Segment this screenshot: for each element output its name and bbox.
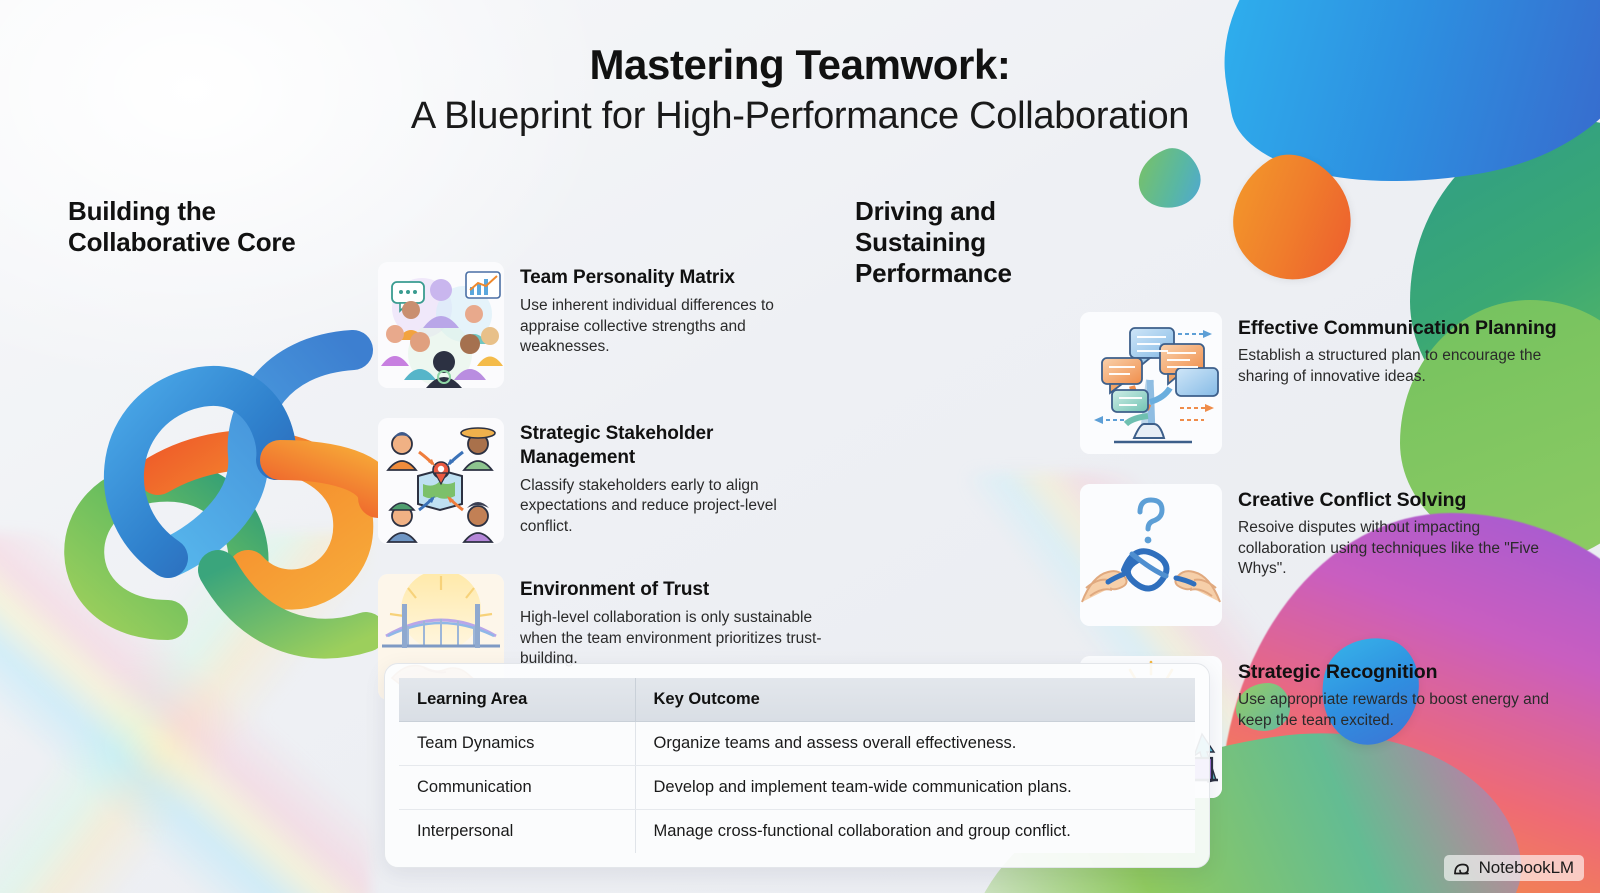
column-driving-sustaining-performance: Driving and Sustaining Performance [855,196,1557,798]
item-description: Establish a structured plan to encourage… [1238,346,1542,385]
notebooklm-watermark: NotebookLM [1443,855,1584,881]
notebooklm-spiral-icon [1453,863,1469,875]
interlocking-knot-illustration [48,320,398,670]
table-cell-key-outcome: Manage cross-functional collaboration an… [635,809,1195,853]
table-cell-key-outcome: Develop and implement team-wide communic… [635,765,1195,810]
item-title: Environment of Trust [520,579,710,601]
item-description: Resoive disputes without impacting colla… [1238,518,1540,578]
item-title: Team Personality Matrix [520,267,735,289]
team-personality-group-icon [378,262,504,389]
list-item-creative-conflict-solving: Creative Conflict Solving Resoive disput… [1080,483,1560,626]
item-description: High-level collaboration is only sustain… [520,609,822,668]
learning-outcomes-table-card: Learning Area Key Outcome Team Dynamics … [384,663,1210,868]
item-description: Use inherent individual differences to a… [520,297,774,356]
table-header-key-outcome: Key Outcome [635,678,1195,722]
item-title: Strategic Recognition [1238,660,1438,683]
item-description: Classify stakeholders early to align exp… [520,476,777,536]
left-column-items: Team Personality Matrix Use inherent ind… [378,262,828,730]
table-header-row: Learning Area Key Outcome [399,678,1195,722]
list-item-strategic-stakeholder-management: Strategic Stakeholder Management Classif… [378,418,828,545]
list-item-team-personality-matrix: Team Personality Matrix Use inherent ind… [378,262,828,389]
table-cell-learning-area: Team Dynamics [399,721,636,766]
table-cell-learning-area: Communication [399,765,636,810]
title-line-2: A Blueprint for High-Performance Collabo… [410,94,1190,137]
untangling-knot-hands-icon [1080,483,1222,626]
table-header-learning-area: Learning Area [399,678,636,722]
item-text-block: Strategic Stakeholder Management Classif… [520,418,828,537]
list-item-effective-communication-planning: Effective Communication Planning Establi… [1080,311,1560,454]
item-text-block: Team Personality Matrix Use inherent ind… [520,262,828,358]
page-title: Mastering Teamwork: A Blueprint for High… [0,40,1600,140]
column-heading-left: Building the Collaborative Core [68,196,296,258]
item-title: Effective Communication Planning [1238,316,1557,339]
item-text-block: Strategic Recognition Use appropriate re… [1238,656,1560,732]
table-cell-learning-area: Interpersonal [399,809,636,853]
item-text-block: Creative Conflict Solving Resoive disput… [1238,484,1560,580]
table-row: Communication Develop and implement team… [399,765,1195,810]
table-row: Team Dynamics Organize teams and assess … [399,721,1195,766]
item-text-block: Environment of Trust High-level collabor… [520,574,828,670]
column-building-collaborative-core: Building the Collaborative Core [64,196,828,701]
item-title: Strategic Stakeholder Management [520,423,714,469]
item-text-block: Effective Communication Planning Establi… [1238,312,1560,388]
table-cell-key-outcome: Organize teams and assess overall effect… [635,721,1195,766]
stakeholder-map-network-icon [378,418,504,545]
learning-outcomes-table: Learning Area Key Outcome Team Dynamics … [399,678,1195,853]
table-row: Interpersonal Manage cross-functional co… [399,809,1195,853]
item-description: Use appropriate rewards to boost energy … [1238,690,1550,729]
title-line-1: Mastering Teamwork: [589,41,1011,88]
speech-bubble-tree-icon [1080,311,1222,454]
column-heading-right: Driving and Sustaining Performance [855,196,1012,289]
notebooklm-label: NotebookLM [1478,858,1574,877]
item-title: Creative Conflict Solving [1238,488,1467,511]
